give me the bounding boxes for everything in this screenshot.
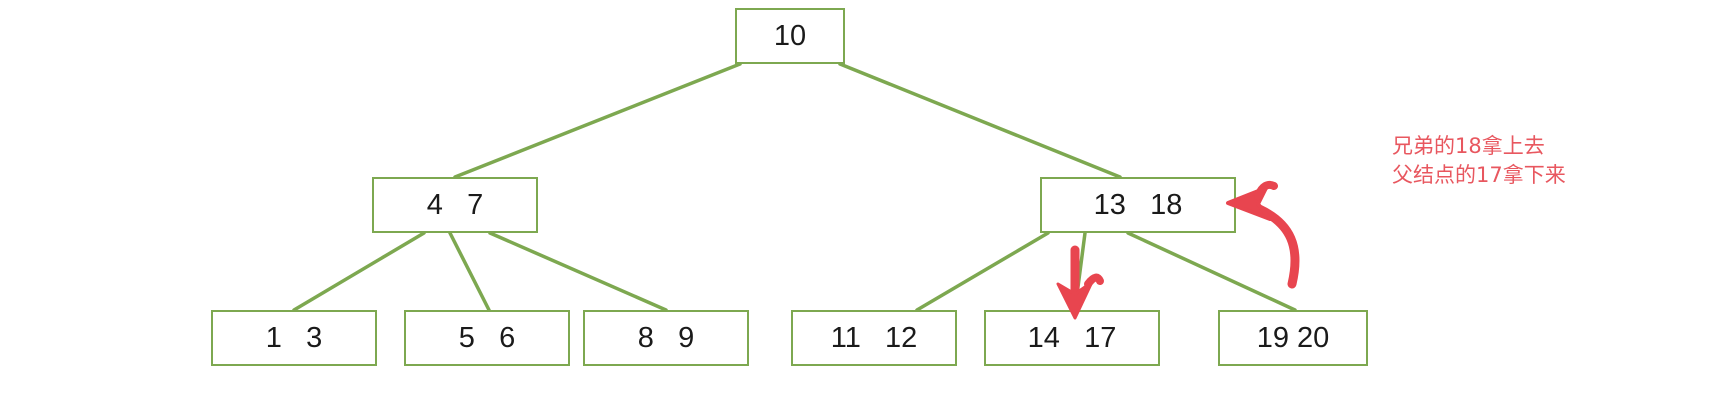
tree-node-keys: 10 [773,19,807,52]
tree-edge [838,62,1122,179]
tree-node-keys: 19 20 [1256,321,1330,354]
tree-node-keys: 4 7 [426,188,484,221]
tree-edge [453,62,742,179]
tree-node-keys: 8 9 [637,321,695,354]
tree-node-lf-4[interactable]: 11 12 [791,310,957,366]
tree-node-lf-3[interactable]: 8 9 [583,310,749,366]
tree-node-keys: 13 18 [1093,188,1183,221]
tree-node-keys: 14 17 [1027,321,1117,354]
tree-edge [915,231,1050,312]
tree-node-n-l[interactable]: 4 7 [372,177,538,233]
tree-node-lf-6[interactable]: 19 20 [1218,310,1368,366]
tree-edge [488,231,668,312]
tree-node-n-r[interactable]: 13 18 [1040,177,1236,233]
tree-edge [1126,231,1297,312]
tree-node-lf-1[interactable]: 1 3 [211,310,377,366]
tree-edge [448,231,491,312]
tree-edge [1073,231,1087,312]
tree-edge [292,231,426,312]
tree-node-lf-5[interactable]: 14 17 [984,310,1160,366]
tree-node-keys: 11 12 [830,321,918,354]
tree-node-keys: 5 6 [458,321,516,354]
annotation-note-borrow: 兄弟的18拿上去 父结点的17拿下来 [1392,134,1566,187]
tree-node-keys: 1 3 [265,321,323,354]
tree-node-root[interactable]: 10 [735,8,845,64]
tree-node-lf-2[interactable]: 5 6 [404,310,570,366]
